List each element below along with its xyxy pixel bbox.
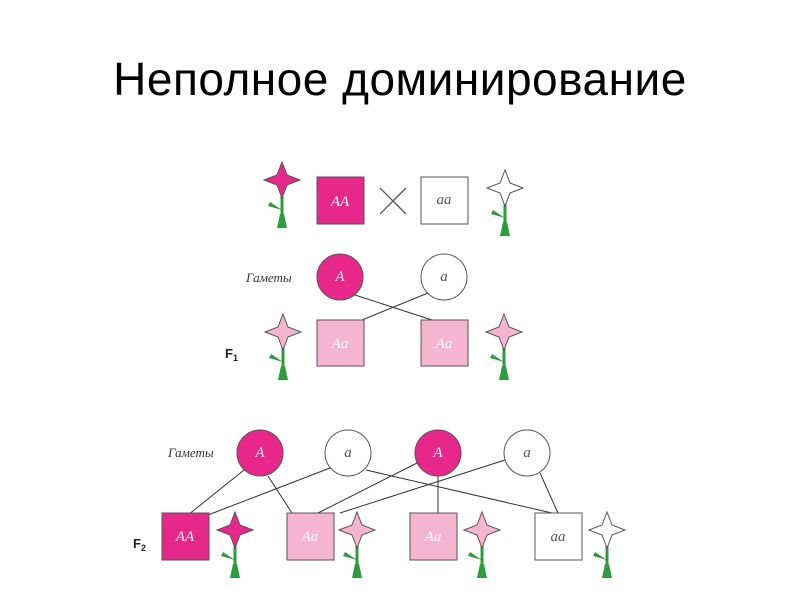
f2-Aa-box-1 [286, 512, 335, 561]
parent-aa-dominant-box [316, 176, 365, 225]
gamete-a-1 [420, 253, 468, 301]
f1-flower-left [263, 312, 303, 382]
parent-aa-label: aa [437, 192, 452, 208]
f2-aa-box [534, 512, 583, 561]
gamete-a-3-label: a [523, 445, 531, 461]
gamete-A-1-label: A [334, 269, 345, 285]
parent-flower-dominant [262, 160, 302, 230]
cross-icon [379, 187, 407, 215]
f2-AA-box [161, 512, 210, 561]
gamete-A-3-label: A [432, 445, 443, 461]
f1-Aa-box-right [420, 319, 469, 367]
gamete-a-2-label: a [344, 445, 352, 461]
f1-Aa-right-label: Aa [435, 336, 453, 352]
gamete-a-2 [324, 429, 372, 477]
f2-flower-3 [462, 510, 502, 580]
flower-icon [215, 510, 255, 550]
gametes-label-2: Гаметы [167, 445, 214, 460]
flower-icon [485, 168, 525, 208]
f2-flower-4 [587, 510, 627, 580]
parent-flower-recessive [485, 168, 525, 238]
f2-label: F2 [133, 536, 146, 553]
flower-icon [462, 510, 502, 550]
f2-connection-lines [187, 459, 559, 516]
f2-AA-label: AA [175, 529, 195, 545]
gamete-A-2 [236, 429, 284, 477]
gamete-a-1-label: a [440, 269, 448, 285]
flower-icon [263, 312, 303, 352]
gamete-A-1 [316, 253, 364, 301]
f1-Aa-left-label: Aa [331, 336, 349, 352]
f2-Aa-box-2 [409, 512, 458, 561]
page-title: Неполное доминирование [113, 53, 687, 105]
flower-icon [337, 510, 377, 550]
f1-flower-right [484, 312, 524, 382]
gametes-label-1: Гаметы [245, 270, 292, 285]
flower-icon [262, 160, 302, 200]
gamete-a-3 [503, 429, 551, 477]
flower-icon [587, 510, 627, 550]
f2-aa-label: aa [551, 529, 566, 545]
f1-label: F1 [225, 346, 238, 363]
f1-connection-lines [354, 292, 433, 321]
f2-flower-1 [215, 510, 255, 580]
parent-AA-label: AA [330, 194, 350, 210]
f1-Aa-box-left [316, 319, 365, 367]
f2-flower-2 [337, 510, 377, 580]
f2-Aa-2-label: Aa [424, 529, 442, 545]
gamete-A-2-label: A [254, 445, 265, 461]
parent-aa-recessive-box [420, 176, 469, 225]
flower-icon [484, 312, 524, 352]
f2-Aa-1-label: Aa [301, 529, 319, 545]
